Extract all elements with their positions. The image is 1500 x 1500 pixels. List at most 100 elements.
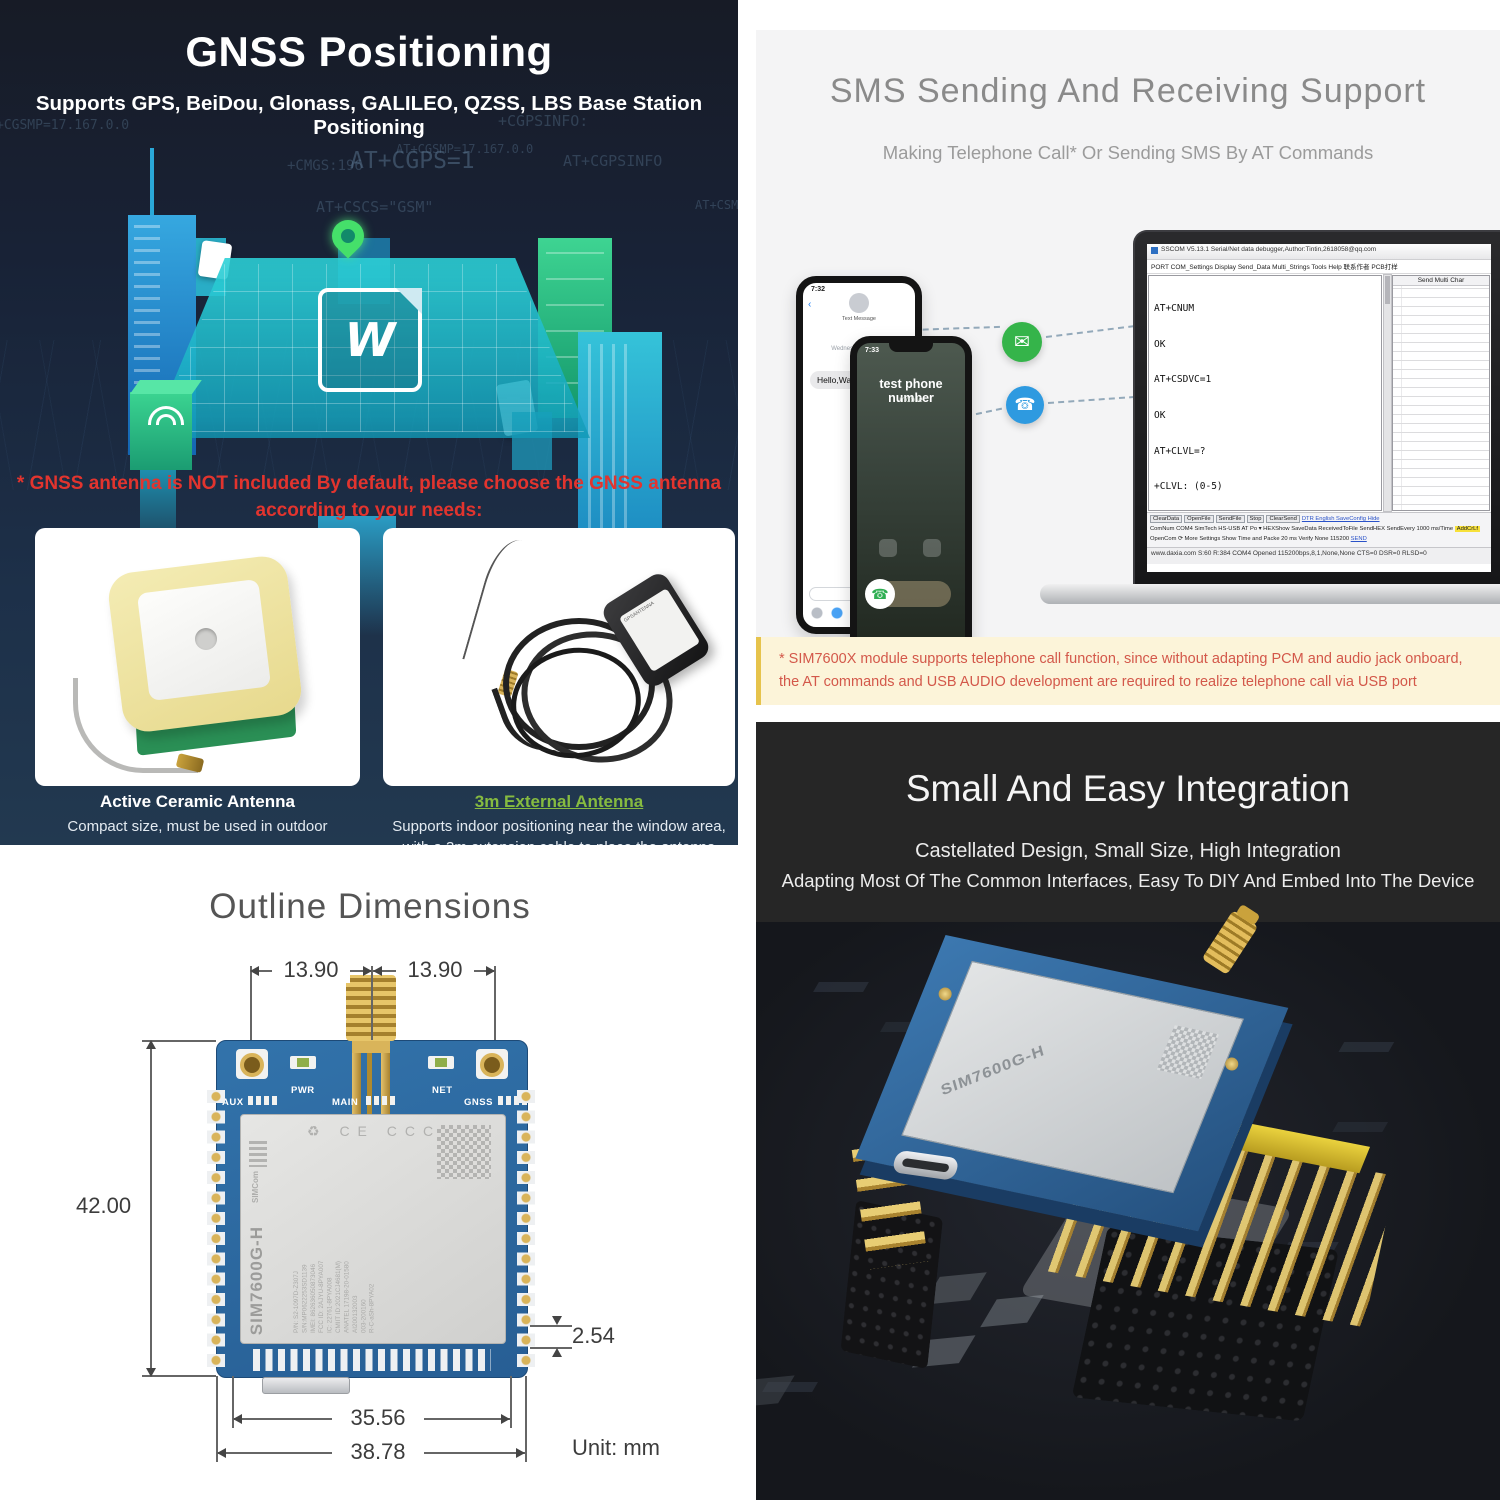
aux-label: AUX xyxy=(222,1097,244,1108)
dim-13-90-left: 13.90 xyxy=(272,957,350,983)
toolbar-options[interactable]: DTR English SaveConfig Hide xyxy=(1301,516,1380,522)
ext-line xyxy=(525,1376,527,1462)
addcrlf-option[interactable]: AddCrLf xyxy=(1454,526,1480,532)
grid-lines xyxy=(156,264,584,432)
bg-at-command: AT+CGPS=1 xyxy=(350,148,475,174)
ext-line xyxy=(250,966,252,1040)
external-antenna-card: GPSANTENNA xyxy=(383,528,735,786)
external-antenna-caption: 3m External Antenna Supports indoor posi… xyxy=(383,792,735,845)
gnss-title: GNSS Positioning xyxy=(185,28,553,75)
dim-42-00: 42.00 xyxy=(70,1193,138,1219)
ext-line xyxy=(530,1347,598,1349)
arrow xyxy=(363,966,372,976)
status-time: 7:32 xyxy=(811,286,826,293)
pad-strip xyxy=(366,1096,396,1105)
ext-line xyxy=(232,1376,234,1428)
city-illustration: W xyxy=(0,120,738,638)
circuit-board-scene: SIM7600G-H xyxy=(756,910,1500,1500)
mail-icon: ✉ xyxy=(1002,322,1042,362)
terminal-line: AT+CLVL=? xyxy=(1154,445,1206,457)
module-3d-render: SIM7600G-H xyxy=(817,910,1396,1471)
multi-send-rows[interactable] xyxy=(1393,286,1489,510)
dim-13-90-right: 13.90 xyxy=(396,957,474,983)
antenna-feed-point xyxy=(195,628,217,650)
external-antenna-link[interactable]: 3m External Antenna xyxy=(474,792,644,811)
laptop-base xyxy=(1040,584,1500,604)
sscom-menubar: PORT COM_Settings Display Send_Data Mult… xyxy=(1147,260,1491,274)
simcom-logo xyxy=(249,1141,267,1167)
shield-model-label: SIM7600G-H xyxy=(247,1225,266,1335)
ext-line xyxy=(371,966,373,1040)
clearsend-button[interactable]: ClearSend xyxy=(1266,515,1300,523)
module-label: SIM7600G-H xyxy=(939,1041,1047,1100)
chip-letter: W xyxy=(344,313,396,367)
dimensions-section: Outline Dimensions AUX PWR MAIN NET GNSS… xyxy=(0,875,740,1500)
dim-line-top xyxy=(250,970,494,972)
integration-subtitle-2: Adapting Most Of The Common Interfaces, … xyxy=(781,870,1475,891)
toolbar-row2[interactable]: ComNum COM4 SimTech HS-USB AT Po ▾ HEXSh… xyxy=(1150,526,1454,532)
pwr-label: PWR xyxy=(291,1085,315,1096)
sscom-statusbar: www.daxia.com S:60 R:384 COM4 Opened 115… xyxy=(1147,547,1491,564)
phone-notch xyxy=(889,343,933,352)
ext-line xyxy=(142,1375,216,1377)
toolbar-row3[interactable]: OpenCom ⟳ More Settings Show Time and Pa… xyxy=(1150,536,1350,542)
shield-info-lines: P/N: S2-1097D-Z307J S/N:MP0622253SD1139 … xyxy=(293,1260,376,1333)
simcom-brand: SIMCom xyxy=(251,1171,260,1203)
waveshare-chip-icon: W xyxy=(318,288,422,392)
terminal-output: AT+CNUM OK AT+CSDVC=1 OK AT+CLVL=? +CLVL… xyxy=(1148,275,1382,511)
sms-subtitle: Making Telephone Call* Or Sending SMS By… xyxy=(882,142,1374,163)
status-time: 7:33 xyxy=(865,347,880,354)
arrow xyxy=(501,1414,510,1424)
arrow xyxy=(250,966,259,976)
sma-leg xyxy=(381,1051,390,1115)
sms-title: SMS Sending And Receiving Support xyxy=(829,72,1427,110)
pad-strip xyxy=(248,1096,278,1105)
gnss-antenna-warning: * GNSS antenna is NOT included By defaul… xyxy=(16,473,722,521)
bg-at-command: AT+CGSMP=17.167.0.0 xyxy=(396,142,534,156)
wifi-building xyxy=(130,392,192,470)
message-header: Text Message xyxy=(842,316,876,322)
arrow xyxy=(486,966,495,976)
integration-subtitle-1: Castellated Design, Small Size, High Int… xyxy=(915,840,1341,862)
wifi-icon xyxy=(156,414,176,425)
integration-section: Small And Easy Integration Castellated D… xyxy=(756,722,1500,1500)
remind-me-button xyxy=(879,539,897,557)
sma-base xyxy=(352,1039,390,1053)
receiver-label: GPSANTENNA xyxy=(618,588,701,673)
send-button[interactable]: SEND xyxy=(1350,536,1367,542)
terminal-line: +CLVL: (0-5) xyxy=(1154,481,1223,493)
dim-2-54: 2.54 xyxy=(572,1323,615,1349)
bg-at-command: +CMGS:196 xyxy=(287,158,363,174)
arrow xyxy=(552,1348,562,1357)
bg-at-command: +CGSMP=17.167.0.0 xyxy=(0,118,130,133)
stop-button[interactable]: Stop xyxy=(1246,515,1265,523)
sscom-titlebar: SSCOM V5.13.1 Serial/Net data debugger,A… xyxy=(1147,244,1491,260)
dim-35-56: 35.56 xyxy=(332,1405,424,1431)
openfile-button[interactable]: OpenFile xyxy=(1184,515,1214,523)
answer-phone-icon: ☎ xyxy=(865,579,895,609)
panel-title: Send Multi Char xyxy=(1393,276,1489,286)
terminal-line: AT+CSDVC=1 xyxy=(1154,374,1212,386)
message-button xyxy=(923,539,941,557)
caller-label: mobile xyxy=(899,395,923,404)
usb-c-connector xyxy=(262,1377,350,1394)
arrow xyxy=(552,1316,562,1325)
net-label: NET xyxy=(432,1085,453,1096)
main-label: MAIN xyxy=(332,1097,359,1108)
unit-label: Unit: mm xyxy=(572,1435,660,1460)
cleardata-button[interactable]: ClearData xyxy=(1150,515,1183,523)
sma-leg xyxy=(352,1051,361,1115)
caller-name: test phone number xyxy=(879,377,943,405)
contact-avatar xyxy=(849,293,869,313)
gnss-label: GNSS xyxy=(464,1097,493,1108)
arrow xyxy=(373,966,382,976)
slide-to-answer: ☎ xyxy=(865,579,951,609)
dimensions-title: Outline Dimensions xyxy=(209,887,531,926)
cert-marks: ♻ CE CCC xyxy=(307,1123,442,1139)
dim-38-78: 38.78 xyxy=(332,1439,424,1465)
arrow xyxy=(146,1368,156,1377)
sendfile-button[interactable]: SendFile xyxy=(1215,515,1245,523)
send-multi-panel: Send Multi Char xyxy=(1392,275,1490,511)
bg-at-command: AT+CGPSINFO xyxy=(563,152,663,170)
terminal-scrollbar[interactable] xyxy=(1383,274,1392,512)
